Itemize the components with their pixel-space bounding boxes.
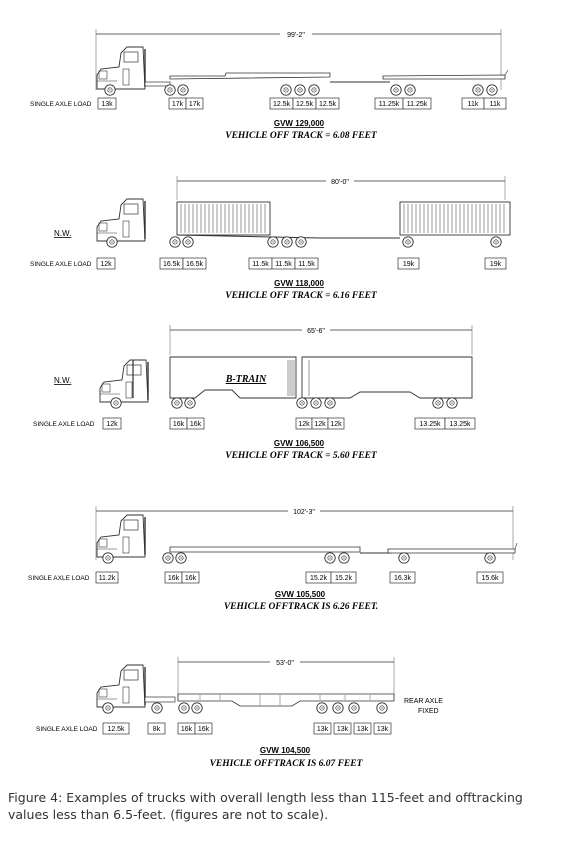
axle-load: 16k	[168, 575, 180, 582]
gvw-label: GVW 129,000	[274, 119, 325, 128]
axles	[102, 552, 496, 564]
axle-load: 16k	[181, 726, 193, 733]
dimension-label: 65'-6"	[307, 328, 325, 335]
axle-load: 16k	[190, 421, 202, 428]
axles	[104, 84, 498, 96]
truck-3: 65'-6" N.W. B-TRAIN SINGLE AXLE LOAD 12k…	[33, 325, 476, 461]
axle-load: 15.6k	[481, 575, 499, 582]
tractor-cab	[96, 514, 146, 558]
axle-load-boxes: 12k 16.5k 16.5k 11.5k 11.5k 11.5k 19k 19…	[96, 257, 507, 270]
axle-load: 16k	[173, 421, 185, 428]
single-axle-load-label: SINGLE AXLE LOAD	[33, 421, 95, 428]
offtrack-label: VEHICLE OFFTRACK IS 6.07 FEET	[210, 759, 364, 769]
axle-load: 12k	[298, 421, 310, 428]
single-axle-load-label: SINGLE AXLE LOAD	[30, 101, 92, 108]
single-axle-load-label: SINGLE AXLE LOAD	[36, 726, 98, 733]
axle-load: 12k	[330, 421, 342, 428]
axle-load: 11k	[490, 101, 501, 108]
b-train-label: B-TRAIN	[225, 374, 267, 385]
offtrack-label: VEHICLE OFF TRACK = 6.08 FEET	[225, 131, 378, 141]
single-axle-load-label: SINGLE AXLE LOAD	[28, 575, 90, 582]
axle-load-boxes: 11.2k 16k 16k 15.2k 15.2k 16.3k 15.6k	[95, 571, 504, 584]
axle-load-boxes: 12.5k 8k 16k 16k 13k 13k 13k 13k	[102, 722, 392, 735]
axle-load: 13k	[317, 726, 329, 733]
axle-load: 11k	[468, 101, 479, 108]
gvw-label: GVW 106,500	[274, 439, 325, 448]
axle-load: 13k	[101, 101, 113, 108]
dimension-label: 53'-0"	[276, 660, 294, 667]
rear-axle-note-line-2: FIXED	[418, 708, 439, 715]
flatbed-trailer	[169, 72, 331, 80]
axle-load: 13k	[377, 726, 389, 733]
axle-load: 8k	[153, 726, 161, 733]
axle-load: 16.5k	[163, 261, 181, 268]
dimension-label: 80'-0"	[331, 179, 349, 186]
truck-5: 53'-0" REAR AXLE FIXED SINGLE AXLE LOAD …	[36, 657, 443, 769]
dimension-label: 102'-3"	[293, 509, 315, 516]
dimension-label: 99'-2"	[287, 32, 305, 39]
axle-load: 13k	[357, 726, 369, 733]
rear-axle-note-line-1: REAR AXLE	[404, 698, 443, 705]
axle-load: 12k	[106, 421, 118, 428]
second-trailer	[382, 74, 506, 80]
nw-label: N.W.	[54, 376, 71, 385]
gvw-label: GVW 118,000	[274, 279, 324, 288]
box-trailer-2	[399, 201, 511, 236]
axle-load: 13.25k	[419, 421, 441, 428]
axle-load: 12.5k	[319, 101, 337, 108]
axle-load: 12k	[314, 421, 326, 428]
second-trailer	[387, 548, 516, 554]
truck-2: 80'-0" N.W. SINGLE AXLE LOAD 12k 16.5k 1…	[30, 176, 511, 301]
tractor-cab	[96, 46, 146, 90]
gvw-label: GVW 105,500	[275, 590, 326, 599]
axle-load: 13k	[337, 726, 349, 733]
axle-load: 19k	[403, 261, 415, 268]
b-train-trailer-2	[301, 356, 473, 399]
axle-load: 11.25k	[379, 101, 400, 108]
offtrack-label: VEHICLE OFF TRACK = 5.60 FEET	[225, 451, 378, 461]
tractor-cab	[96, 198, 146, 242]
axle-load: 12.5k	[107, 726, 125, 733]
offtrack-label: VEHICLE OFF TRACK = 6.16 FEET	[225, 291, 378, 301]
axle-load: 15.2k	[310, 575, 328, 582]
box-trailer-1	[176, 201, 271, 236]
axle-load: 12.5k	[296, 101, 314, 108]
axle-load: 16k	[198, 726, 210, 733]
axle-load-boxes: 12k 16k 16k 12k 12k 12k 13.25k 13.25k	[102, 417, 476, 430]
axle-load: 11.2k	[99, 575, 116, 582]
tractor-cab	[96, 664, 146, 708]
single-axle-load-label: SINGLE AXLE LOAD	[30, 261, 92, 268]
truck-1: 99'-2" SINGLE AXLE LOAD 13k 17k 17k 12.5…	[30, 29, 509, 141]
flatbed-trailer	[169, 546, 361, 553]
axle-load: 11.25k	[407, 101, 428, 108]
offtrack-label: VEHICLE OFFTRACK IS 6.26 FEET.	[224, 602, 378, 612]
axles	[106, 236, 502, 248]
gvw-label: GVW 104,500	[260, 746, 311, 755]
axle-load: 16k	[185, 575, 197, 582]
axle-load-boxes: 13k 17k 17k 12.5k 12.5k 12.5k 11.25k 11.…	[97, 97, 507, 110]
axle-load: 12.5k	[273, 101, 291, 108]
axles	[110, 397, 458, 409]
truck-4: 102'-3" SINGLE AXLE LOAD 11.2k 16k 16k 1…	[28, 506, 518, 612]
axle-load: 17k	[189, 101, 201, 108]
axle-load: 19k	[490, 261, 502, 268]
axle-load: 16.5k	[186, 261, 204, 268]
lowboy-trailer	[177, 693, 395, 707]
axle-load: 12k	[100, 261, 112, 268]
axle-load: 17k	[172, 101, 184, 108]
figure-caption: Figure 4: Examples of trucks with overal…	[8, 790, 523, 822]
axle-load: 11.5k	[252, 261, 269, 268]
axle-load: 15.2k	[335, 575, 353, 582]
axle-load: 11.5k	[298, 261, 315, 268]
axle-load: 16.3k	[394, 575, 412, 582]
nw-label: N.W.	[54, 229, 71, 238]
tractor-cab	[99, 359, 149, 403]
axle-load: 11.5k	[275, 261, 292, 268]
axle-load: 13.25k	[449, 421, 471, 428]
